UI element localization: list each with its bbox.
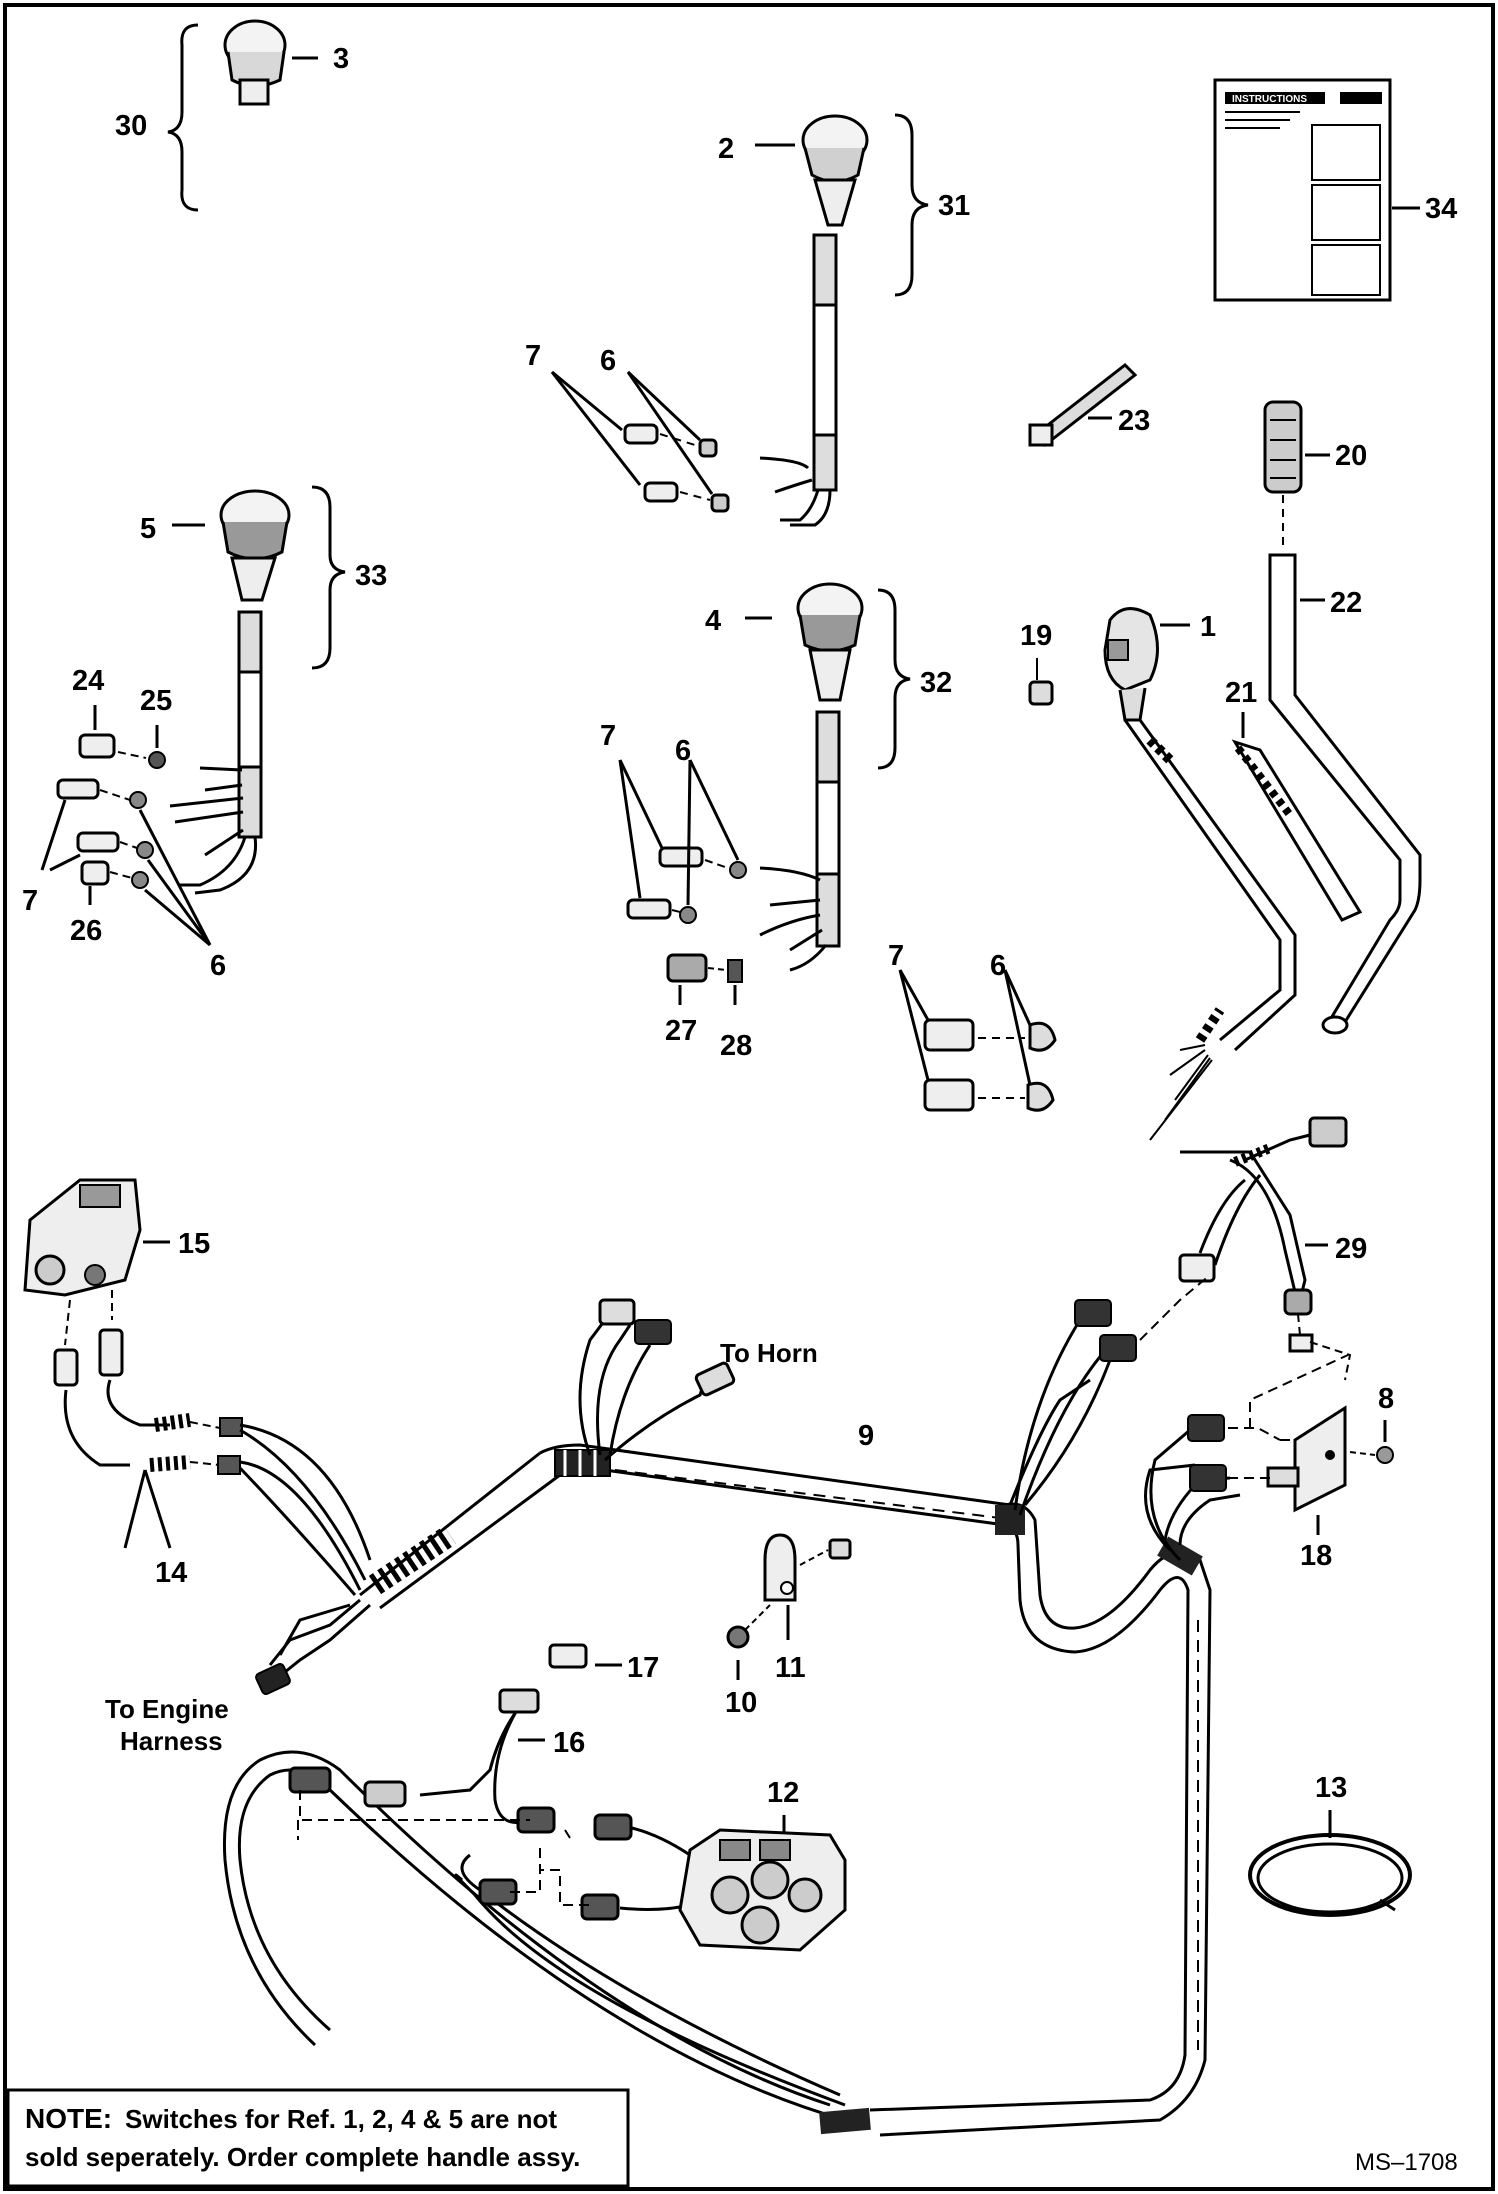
callout-25: 25 — [140, 685, 172, 717]
instruction-sheet-34: INSTRUCTIONS — [1213, 78, 1392, 302]
callout-9: 9 — [858, 1420, 874, 1452]
switch-knob-3 — [223, 19, 287, 106]
bolt-11 — [828, 1538, 852, 1560]
terminals-7-middle — [626, 846, 704, 920]
callout-3: 3 — [333, 43, 349, 75]
connector-17 — [548, 1643, 588, 1669]
bracket-31 — [894, 113, 929, 297]
wire-coil-13 — [1248, 1833, 1412, 1917]
callout-8: 8 — [1378, 1383, 1394, 1415]
callout-12: 12 — [767, 1777, 799, 1809]
bracket-33 — [311, 485, 346, 670]
callout-23: 23 — [1118, 405, 1150, 437]
callout-32: 32 — [920, 667, 952, 699]
note-prefix: NOTE: — [25, 2103, 112, 2134]
connector-27 — [666, 953, 708, 983]
handle-assembly-5 — [169, 489, 291, 895]
callout-10: 10 — [725, 1687, 757, 1719]
cable-tie-23 — [1028, 363, 1138, 447]
insulators-6-left — [129, 791, 154, 889]
callout-5: 5 — [140, 513, 156, 545]
callout-6-middle: 6 — [675, 735, 691, 767]
label-to-engine: To Engine — [105, 1694, 229, 1724]
terminals-7-right — [923, 1018, 975, 1112]
connector-24 — [78, 733, 116, 759]
instruction-sheet-heading: INSTRUCTIONS — [1232, 94, 1307, 105]
clip-19 — [1028, 680, 1054, 706]
connector-26 — [80, 860, 110, 886]
callout-4: 4 — [705, 605, 721, 637]
label-harness: Harness — [120, 1726, 223, 1756]
harness-branch-upper-right — [1008, 1274, 1211, 1516]
callout-18: 18 — [1300, 1540, 1332, 1572]
callout-17: 17 — [627, 1652, 659, 1684]
terminals-7-left — [56, 778, 120, 853]
callout-13: 13 — [1315, 1772, 1347, 1804]
insulators-6-middle — [679, 861, 747, 924]
callout-6-upper: 6 — [600, 345, 616, 377]
bracket-30 — [167, 23, 199, 212]
callout-2: 2 — [718, 133, 734, 165]
drawing-code: MS–1708 — [1355, 2149, 1458, 2176]
callout-6-left: 6 — [210, 950, 226, 982]
callout-33: 33 — [355, 560, 387, 592]
note-line2: sold seperately. Order complete handle a… — [25, 2142, 580, 2172]
note-line1: Switches for Ref. 1, 2, 4 & 5 are not — [125, 2104, 557, 2134]
callout-21: 21 — [1225, 677, 1257, 709]
callout-27: 27 — [665, 1015, 697, 1047]
harness-branch-18 — [1144, 1354, 1349, 1562]
clamp-11 — [763, 1533, 797, 1602]
handle-assembly-4 — [759, 582, 864, 972]
callout-7-right: 7 — [888, 940, 904, 972]
harness-branch-14 — [63, 1379, 372, 1596]
seal-25 — [148, 751, 166, 769]
callout-7-left: 7 — [22, 885, 38, 917]
callout-20: 20 — [1335, 440, 1367, 472]
callout-14: 14 — [155, 1557, 187, 1589]
handle-assembly-1 — [1103, 607, 1297, 1141]
note-box: NOTE: Switches for Ref. 1, 2, 4 & 5 are … — [6, 2088, 630, 2188]
insulators-6-right — [1026, 1021, 1057, 1112]
connector-28 — [727, 959, 743, 983]
callout-24: 24 — [72, 665, 104, 697]
callout-26: 26 — [70, 915, 102, 947]
callout-7-upper: 7 — [525, 340, 541, 372]
nut-10 — [726, 1625, 750, 1649]
sleeve-21 — [1231, 739, 1363, 922]
module-18 — [1266, 1405, 1347, 1513]
harness-29 — [1178, 1116, 1352, 1381]
valve-component-15 — [23, 1178, 142, 1297]
sub-harness-16 — [288, 1688, 691, 1921]
callout-34: 34 — [1425, 193, 1457, 225]
label-to-horn: To Horn — [720, 1338, 818, 1368]
callout-1: 1 — [1200, 611, 1216, 643]
handle-rod-22 — [1268, 553, 1422, 1033]
callout-22: 22 — [1330, 587, 1362, 619]
handle-assembly-2 — [759, 114, 869, 527]
nut-8 — [1376, 1446, 1394, 1464]
callout-31: 31 — [938, 190, 970, 222]
callout-16: 16 — [553, 1727, 585, 1759]
diagram-border — [3, 3, 1495, 2191]
callout-30: 30 — [115, 110, 147, 142]
handle-grip-20 — [1263, 400, 1303, 494]
sensor-plugs-15 — [53, 1328, 124, 1387]
callout-28: 28 — [720, 1030, 752, 1062]
callout-7-middle: 7 — [600, 720, 616, 752]
harness-branch-horn — [578, 1298, 736, 1462]
callout-11: 11 — [775, 1652, 806, 1684]
control-valve-12 — [678, 1828, 847, 1952]
insulators-6-upper — [698, 438, 730, 513]
callout-15: 15 — [178, 1228, 210, 1260]
callout-29: 29 — [1335, 1233, 1367, 1265]
callout-6-right: 6 — [990, 950, 1006, 982]
bracket-32 — [877, 588, 911, 770]
callout-19: 19 — [1020, 620, 1052, 652]
terminals-7-upper — [623, 423, 679, 503]
